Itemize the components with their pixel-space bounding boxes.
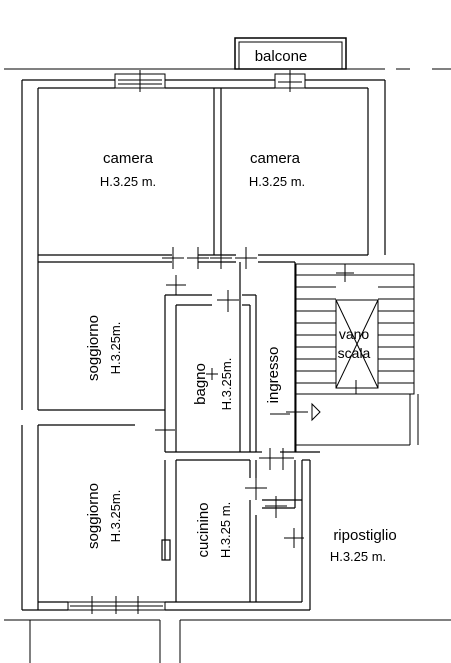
room-camera-right: camera H.3.25 m. bbox=[249, 150, 305, 189]
balcony: balcone bbox=[234, 37, 347, 70]
room-soggiorno-bottom: soggiorno H.3.25m. bbox=[85, 483, 123, 549]
room-cucinino: cucinino H.3.25 m. bbox=[195, 502, 233, 558]
room-bagno: bagno H.3.25m. bbox=[192, 358, 234, 411]
entrance-door bbox=[286, 402, 321, 422]
stair-label-line1: vano bbox=[339, 326, 370, 342]
room-name-camera-left: camera bbox=[103, 150, 154, 167]
exterior-walls bbox=[21, 79, 386, 611]
room-height-camera-left: H.3.25 m. bbox=[100, 174, 156, 189]
boundary-lines bbox=[4, 68, 451, 663]
room-ingresso: ingresso bbox=[265, 347, 282, 404]
room-height-soggiorno-bottom: H.3.25m. bbox=[108, 490, 123, 543]
room-name-camera-right: camera bbox=[250, 150, 301, 167]
interior-walls bbox=[38, 88, 368, 610]
room-name-bagno: bagno bbox=[192, 363, 209, 405]
room-height-soggiorno-top: H.3.25m. bbox=[108, 322, 123, 375]
room-height-camera-right: H.3.25 m. bbox=[249, 174, 305, 189]
room-name-ripostiglio: ripostiglio bbox=[333, 527, 396, 544]
stair-label: vano scala bbox=[338, 326, 371, 361]
balcony-label: balcone bbox=[255, 48, 308, 65]
stair-label-line2: scala bbox=[338, 345, 371, 361]
room-name-ingresso: ingresso bbox=[265, 347, 282, 404]
room-camera-left: camera H.3.25 m. bbox=[100, 150, 156, 189]
stairwell bbox=[295, 263, 419, 452]
room-name-soggiorno-top: soggiorno bbox=[85, 315, 102, 381]
room-height-bagno: H.3.25m. bbox=[219, 358, 234, 411]
room-height-ripostiglio: H.3.25 m. bbox=[330, 549, 386, 564]
room-soggiorno-top: soggiorno H.3.25m. bbox=[85, 315, 123, 381]
room-name-soggiorno-bottom: soggiorno bbox=[85, 483, 102, 549]
electrical-marks bbox=[155, 247, 304, 548]
room-ripostiglio: ripostiglio H.3.25 m. bbox=[330, 527, 397, 564]
windows bbox=[67, 70, 306, 614]
room-height-cucinino: H.3.25 m. bbox=[218, 502, 233, 558]
room-name-cucinino: cucinino bbox=[195, 502, 212, 557]
